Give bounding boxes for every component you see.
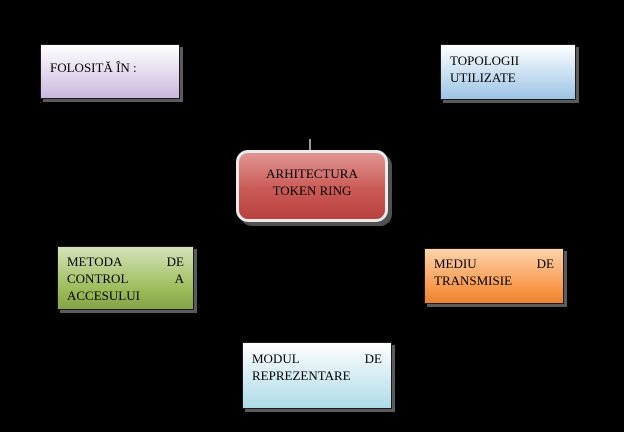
used-in-box: FOLOSITĂ ÎN : bbox=[40, 44, 180, 99]
architecture-label-line1: ARHITECTURA bbox=[266, 166, 358, 181]
architecture-token-ring-box: ARHITECTURA TOKEN RING bbox=[236, 150, 388, 222]
transmission-medium-label-line1: MEDIU DE bbox=[434, 256, 554, 271]
access-control-label-line3: ACCESULUI bbox=[67, 288, 140, 303]
topologies-box: TOPOLOGII UTILIZATE bbox=[440, 44, 576, 100]
topologies-label-line1: TOPOLOGII bbox=[450, 53, 520, 68]
architecture-label-line2: TOKEN RING bbox=[272, 183, 352, 198]
connector-stub bbox=[309, 139, 311, 150]
access-control-method-box: METODA DE CONTROL A ACCESULUI bbox=[57, 246, 194, 310]
transmission-medium-box: MEDIU DE TRANSMISIE bbox=[424, 248, 564, 304]
transmission-medium-label-line2: TRANSMISIE bbox=[434, 273, 513, 288]
access-control-label-line2: CONTROL A bbox=[67, 271, 184, 286]
used-in-label: FOLOSITĂ ÎN : bbox=[50, 60, 137, 75]
representation-mode-label-line1: MODUL DE bbox=[252, 351, 382, 366]
access-control-label-line1: METODA DE bbox=[67, 254, 184, 269]
representation-mode-box: MODUL DE REPREZENTARE bbox=[242, 342, 392, 409]
representation-mode-label-line2: REPREZENTARE bbox=[252, 368, 351, 383]
topologies-label-line2: UTILIZATE bbox=[450, 70, 516, 85]
